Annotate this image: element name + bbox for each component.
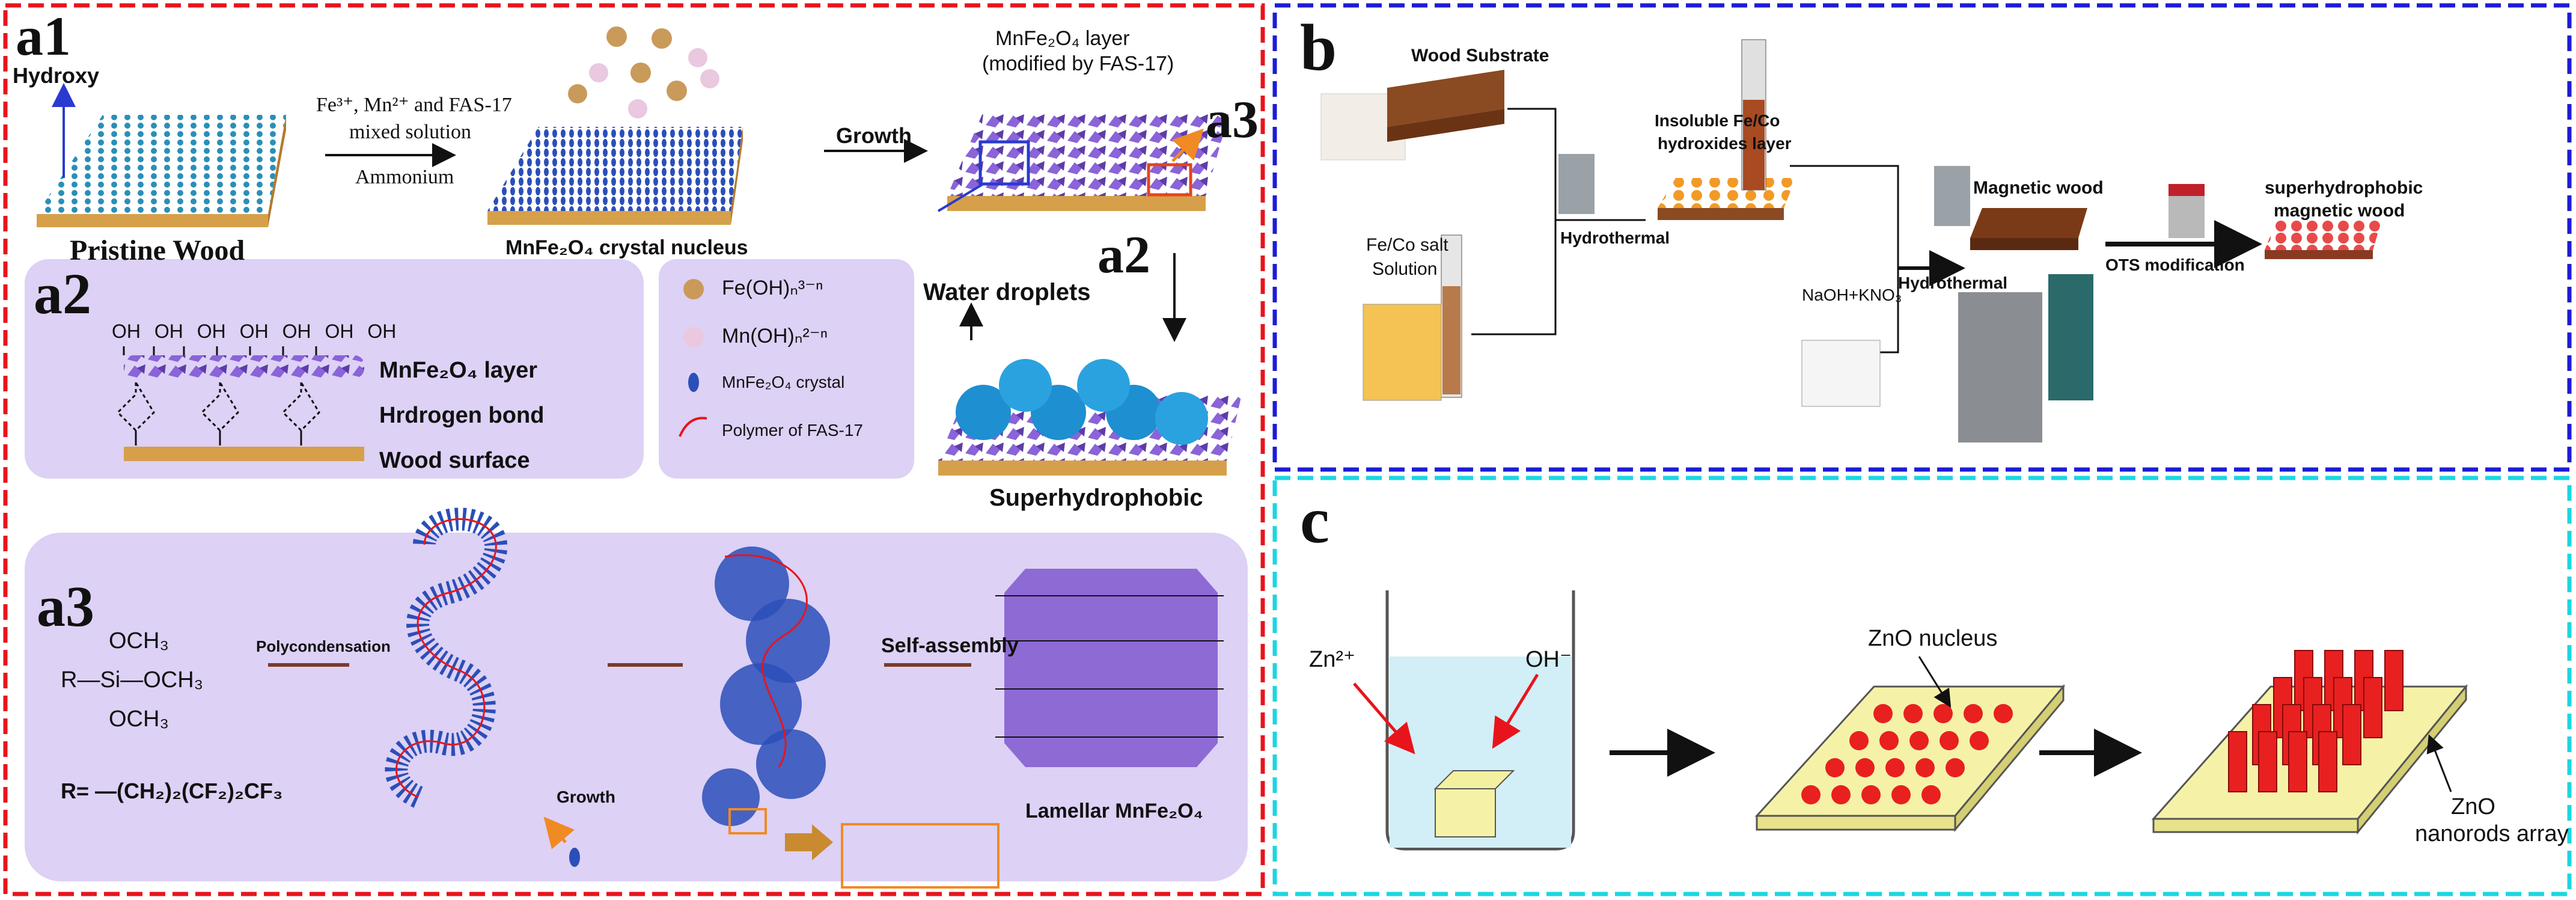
naoh-beaker <box>1801 340 1881 407</box>
pristine-wood-label: Pristine Wood <box>70 234 245 266</box>
salt-beaker <box>1363 304 1442 401</box>
ammonium-label: Ammonium <box>355 166 454 188</box>
legend-mn: Mn(OH)ₙ²⁻ⁿ <box>722 325 828 347</box>
wood-substrate-label: Wood Substrate <box>1411 46 1549 66</box>
legend-polymer: Polymer of FAS-17 <box>722 421 863 439</box>
insoluble-layer-board <box>1658 178 1796 208</box>
clustered-spiral <box>702 546 830 826</box>
panel-a-graphics <box>3 3 1265 896</box>
superhydro-label-line2: magnetic wood <box>2274 201 2405 221</box>
label-a3-small: a3 <box>1206 91 1259 149</box>
superhydrophobic-label: Superhydrophobic <box>989 485 1203 511</box>
crystal-nucleus-board <box>487 127 743 225</box>
a3-lamellar: Lamellar MnFe₂O₄ <box>1025 800 1203 822</box>
panel-c: c Zn²⁺ OH⁻ ZnO nucleus ZnO nanorods arra… <box>1272 476 2572 896</box>
beaker <box>1385 590 1575 851</box>
salt-label-line2: Solution <box>1372 259 1438 279</box>
growth-label: Growth <box>836 123 912 148</box>
insoluble-label-line2: hydroxides layer <box>1658 134 1792 153</box>
zno-label: ZnO <box>2451 794 2495 819</box>
nanorods-label: nanorods array <box>2415 821 2569 846</box>
a3-polycondensation: Polycondensation <box>256 637 391 655</box>
wood-block <box>1387 70 1504 127</box>
layer-title-line2: (modified by FAS-17) <box>982 52 1174 75</box>
superhydro-label-line1: superhydrophobic <box>2265 178 2423 198</box>
reagents-line1: Fe³⁺, Mn²⁺ and FAS-17 <box>316 94 512 116</box>
layer-title-line1: MnFe₂O₄ layer <box>995 27 1130 50</box>
ots-label: OTS modification <box>2105 256 2245 274</box>
hbond-lines <box>116 346 320 445</box>
label-a2-small: a2 <box>1097 226 1150 284</box>
a3-self-assembly: Self-assembly <box>881 634 1019 657</box>
panel-b: b Wood Substrate Fe/Co salt Solution Hyd… <box>1272 3 2572 472</box>
nanorods-plate <box>2151 650 2468 835</box>
a2-wood-strip <box>124 447 364 461</box>
legend-crystal: MnFe₂O₄ crystal <box>722 373 845 391</box>
autoclave-1 <box>1558 154 1595 214</box>
a3-r-si: R—Si—OCH₃ <box>61 667 204 693</box>
hydrothermal-label-2: Hydrothermal <box>1898 274 2008 292</box>
panel-a: a1 Hydroxy Fe³⁺, Mn²⁺ and FAS-17 mixed s… <box>3 3 1265 896</box>
superhydrophobic-board <box>2265 220 2382 250</box>
magnetic-wood-board <box>1970 208 2087 238</box>
oh-ion-label: OH⁻ <box>1525 647 1572 672</box>
pristine-wood-board <box>37 115 286 227</box>
label-c: c <box>1300 483 1329 557</box>
hydrothermal-label-1: Hydrothermal <box>1560 228 1670 247</box>
sem-image <box>1958 292 2042 442</box>
naoh-label: NaOH+KNO₃ <box>1802 286 1902 304</box>
label-a1: a1 <box>16 5 71 67</box>
a3-r-definition: R= —(CH₂)₂(CF₂)₂CF₃ <box>61 779 283 803</box>
magnetic-wood-label: Magnetic wood <box>1973 178 2104 198</box>
mnfe2o4-layer-board <box>947 112 1230 211</box>
reagents-line2: mixed solution <box>349 121 472 143</box>
lamellar-structure <box>995 569 1224 767</box>
hydroxy-label: Hydroxy <box>13 63 100 88</box>
a2-oh-row: OH OH OH OH OH OH OH <box>112 320 397 342</box>
legend-box <box>659 259 914 479</box>
zn-ion-label: Zn²⁺ <box>1309 647 1356 672</box>
label-a3: a3 <box>37 574 94 638</box>
a2-hbond-label: Hrdrogen bond <box>379 403 545 428</box>
a3-och3-bottom: OCH₃ <box>109 706 169 732</box>
legend-fe: Fe(OH)ₙ³⁻ⁿ <box>722 277 823 299</box>
magnet-photo <box>2048 274 2093 400</box>
panel-c-graphics <box>1272 476 2572 896</box>
label-b: b <box>1300 11 1337 84</box>
water-droplets-label: Water droplets <box>923 279 1091 305</box>
crystal-nucleus-label: MnFe₂O₄ crystal nucleus <box>505 236 748 259</box>
zno-nucleus-label: ZnO nucleus <box>1868 626 1998 651</box>
droplet-board <box>938 359 1242 476</box>
salt-label-line1: Fe/Co salt <box>1366 235 1448 255</box>
insoluble-label-line1: Insoluble Fe/Co <box>1655 111 1780 130</box>
autoclave-2 <box>1934 166 1970 226</box>
a3-box <box>25 533 1248 881</box>
label-a2: a2 <box>34 262 91 326</box>
a3-och3-top: OCH₃ <box>109 628 169 654</box>
zno-nucleus-plate <box>1754 684 2066 833</box>
floating-ions <box>568 26 719 118</box>
panel-b-graphics <box>1272 3 2572 472</box>
a2-layer-label: MnFe₂O₄ layer <box>379 358 538 383</box>
a2-wood-surface-label: Wood surface <box>379 448 530 473</box>
polymer-spiral <box>385 507 508 808</box>
a3-growth: Growth <box>557 788 615 806</box>
a2-flake-layer <box>124 355 364 378</box>
